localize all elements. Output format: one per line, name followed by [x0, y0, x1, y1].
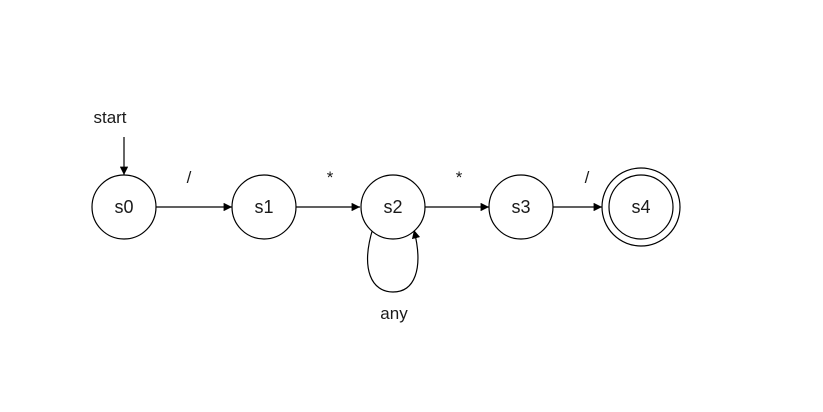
state-label: s0 [114, 197, 133, 217]
transition-label-s1-s2: * [327, 168, 334, 187]
state-s0: s0 [91, 174, 157, 240]
transition-label-s2-s3: * [456, 168, 463, 187]
transition-label-s0-s1: / [187, 168, 192, 187]
state-label: s2 [383, 197, 402, 217]
transition-label-s3-s4: / [585, 168, 590, 187]
state-s2: s2 [360, 174, 426, 240]
state-s4-accepting: s4 [601, 167, 681, 247]
state-s3: s3 [488, 174, 554, 240]
state-label: s4 [631, 197, 650, 217]
state-label: s1 [254, 197, 273, 217]
state-s1: s1 [231, 174, 297, 240]
start-label: start [93, 108, 126, 127]
self-loop-s2 [367, 227, 421, 293]
state-label: s3 [511, 197, 530, 217]
self-loop-label: any [380, 304, 408, 323]
